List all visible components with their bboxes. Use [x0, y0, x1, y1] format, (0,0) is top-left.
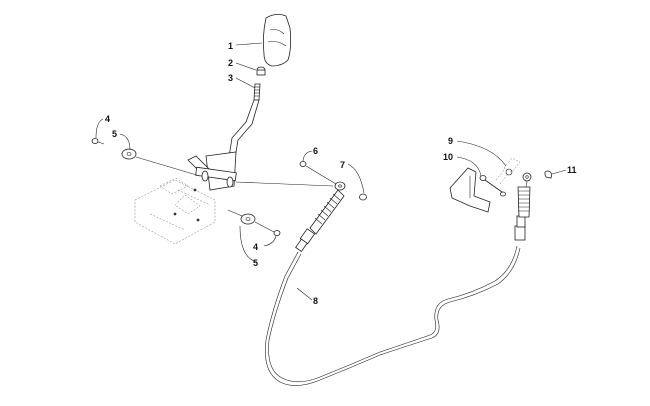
shift-linkage-rod: [495, 157, 521, 185]
lower-bolt: [254, 221, 281, 236]
callout-9: 9: [448, 136, 453, 146]
upper-bolt: [91, 138, 105, 145]
callout-5-lower: 5: [253, 258, 258, 268]
cable-lever-end: [299, 161, 367, 201]
callout-4-upper: 4: [105, 114, 110, 124]
shift-lever: [187, 99, 260, 191]
lever-cable-link-line: [235, 181, 334, 187]
callout-labels: 1 2 3 4 5 4 5 6 7 8 9 10 11: [105, 41, 577, 306]
callout-5-upper: 5: [112, 129, 117, 139]
callout-10: 10: [443, 152, 453, 162]
lower-washer: [240, 213, 256, 225]
callout-6: 6: [313, 146, 318, 156]
lever-threaded-rod: [253, 83, 261, 101]
knob-collar: [256, 66, 266, 76]
callout-4-lower: 4: [253, 242, 258, 252]
cable-boot-left: [295, 189, 345, 252]
callout-7: 7: [340, 160, 345, 170]
callout-1: 1: [228, 41, 233, 51]
mount-bracket-ghost: [134, 177, 216, 245]
upper-washer: [121, 148, 137, 160]
callout-11: 11: [567, 165, 577, 175]
shift-cable: [265, 247, 521, 386]
callout-8: 8: [313, 296, 318, 306]
bracket-bolt: [479, 175, 506, 197]
pivot-axis-line: [135, 156, 201, 177]
retaining-clip: [544, 170, 552, 179]
callout-3: 3: [228, 73, 233, 83]
shift-knob: [262, 14, 292, 67]
callout-leaders: [95, 42, 567, 301]
callout-2: 2: [228, 58, 233, 68]
lower-axis-line: [227, 209, 243, 217]
cable-boot-right: [514, 172, 532, 241]
transmission-bracket: [449, 167, 491, 213]
